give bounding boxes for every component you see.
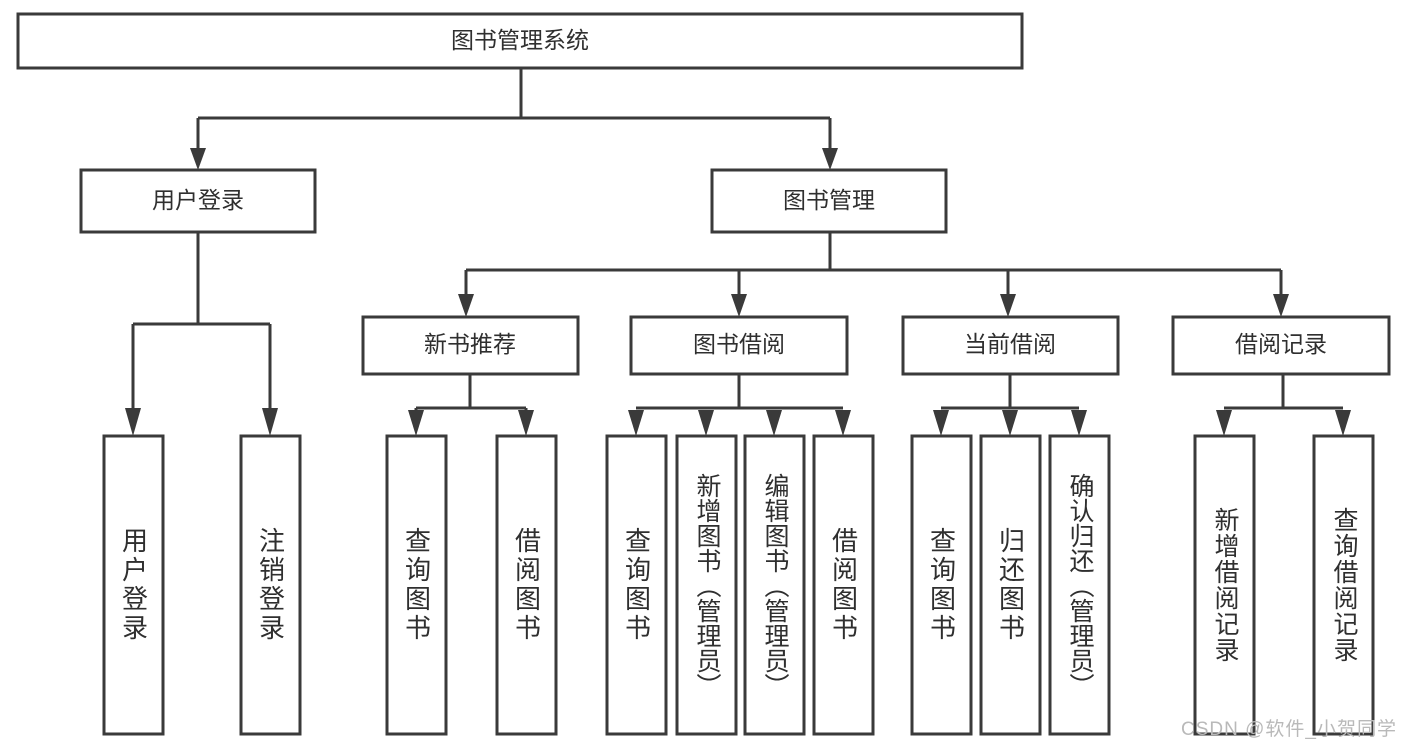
label-new-book-recommend: 新书推荐: [424, 331, 516, 357]
node-box-leaf-user-login[interactable]: [102, 434, 165, 736]
node-box-leaf-bb-query-book[interactable]: [605, 434, 668, 736]
label-borrow-record: 借阅记录: [1235, 331, 1327, 357]
arrowhead-current-borrow: [1000, 294, 1016, 317]
node-box-leaf-bb-borrow-book[interactable]: [812, 434, 875, 736]
arrowhead-cb-confirm-return: [1071, 410, 1087, 436]
arrowhead-bb-edit-book: [766, 410, 782, 436]
arrowhead-new-book: [458, 294, 474, 317]
node-box-leaf-nb-query-book[interactable]: [385, 434, 448, 736]
node-box-new-book-recommend[interactable]: [361, 315, 580, 376]
node-box-leaf-cb-return-book[interactable]: [979, 434, 1042, 736]
arrowhead-bb-add-book: [698, 410, 714, 436]
arrowhead-bb-borrow-book: [835, 410, 851, 436]
arrowhead-br-query-record: [1335, 410, 1351, 436]
arrowhead-br-add-record: [1216, 410, 1232, 436]
label-root: 图书管理系统: [451, 27, 589, 53]
arrowhead-nb-query-book: [408, 410, 424, 436]
arrowhead-cb-return-book: [1002, 410, 1018, 436]
node-box-leaf-logout[interactable]: [239, 434, 302, 736]
arrowhead-borrow-record: [1273, 294, 1289, 317]
arrowhead-cb-query-book: [933, 410, 949, 436]
node-box-leaf-cb-query-book[interactable]: [910, 434, 973, 736]
arrowhead-book-manage: [822, 148, 838, 170]
node-box-current-borrow[interactable]: [901, 315, 1120, 376]
label-current-borrow: 当前借阅: [964, 331, 1056, 357]
label-user-login: 用户登录: [152, 187, 244, 213]
label-book-manage: 图书管理: [783, 187, 875, 213]
label-book-borrow: 图书借阅: [693, 331, 785, 357]
node-box-book-borrow[interactable]: [629, 315, 849, 376]
node-box-leaf-bb-edit-book[interactable]: [743, 434, 806, 736]
arrowhead-book-borrow: [731, 294, 747, 317]
arrowhead-bb-query-book: [628, 410, 644, 436]
arrowhead-user-login: [190, 148, 206, 170]
arrowhead-leaf-user-login: [125, 408, 141, 436]
node-box-leaf-bb-add-book[interactable]: [675, 434, 738, 736]
arrowhead-nb-borrow-book: [518, 410, 534, 436]
watermark-text: CSDN @软件_小贺同学: [1181, 719, 1397, 740]
node-box-root[interactable]: [16, 12, 1024, 70]
node-box-leaf-br-add-record[interactable]: [1193, 434, 1256, 736]
node-box-book-manage[interactable]: [710, 168, 948, 234]
node-box-leaf-cb-confirm-return[interactable]: [1048, 434, 1111, 736]
node-box-borrow-record[interactable]: [1171, 315, 1391, 376]
arrowhead-leaf-logout: [262, 408, 278, 436]
node-box-leaf-br-query-record[interactable]: [1312, 434, 1375, 736]
node-box-leaf-nb-borrow-book[interactable]: [495, 434, 558, 736]
